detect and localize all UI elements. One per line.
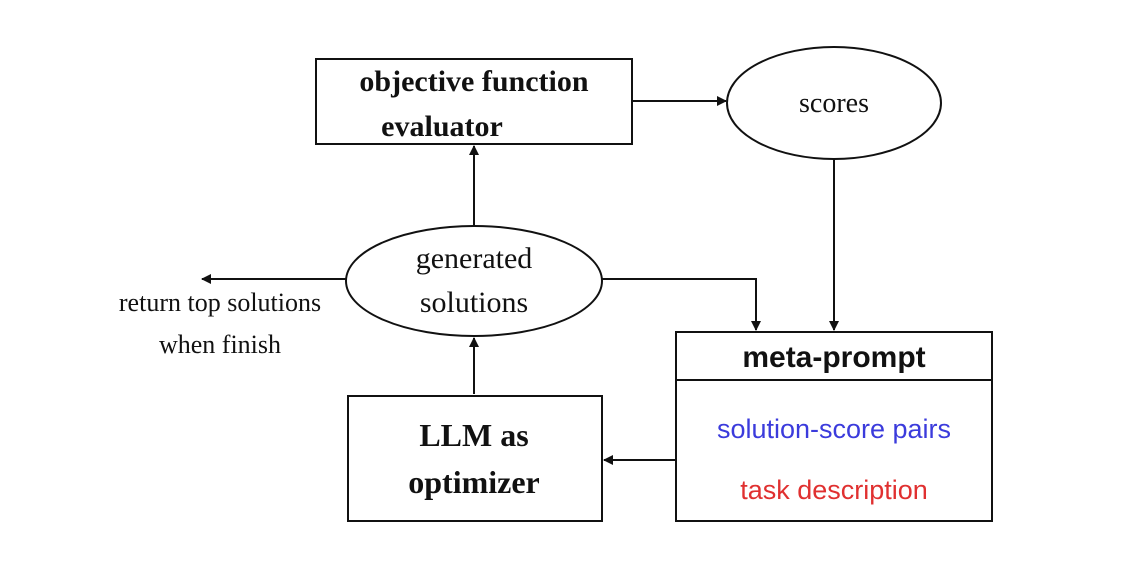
llm-optimizer-node: LLM as optimizer — [347, 395, 603, 522]
scores-label: scores — [799, 88, 869, 119]
llm-optimizer-box — [347, 395, 603, 522]
meta-prompt-box — [675, 331, 993, 522]
generated-solutions-line2: solutions — [420, 286, 528, 319]
task-description-label: task description — [740, 475, 928, 505]
evaluator-label-line1: objective function — [359, 65, 588, 98]
llm-optimizer-line1: LLM as — [419, 417, 528, 453]
return-label-line2: when finish — [159, 330, 281, 359]
solution-score-pairs-label: solution-score pairs — [717, 414, 951, 444]
meta-prompt-node: meta-prompt solution-score pairs task de… — [675, 331, 993, 522]
arrow-generated-to-meta-prompt — [601, 278, 761, 331]
evaluator-label-line2: evaluator — [381, 110, 503, 143]
evaluator-box — [315, 58, 633, 145]
return-label-line1: return top solutions — [119, 288, 321, 317]
generated-solutions-node: generated solutions — [345, 225, 603, 337]
meta-prompt-title: meta-prompt — [742, 341, 925, 374]
llm-optimizer-line2: optimizer — [408, 464, 540, 500]
evaluator-node: objective function evaluator — [315, 58, 633, 145]
scores-node: scores — [726, 46, 942, 160]
generated-solutions-line1: generated — [416, 242, 533, 275]
return-label: return top solutions when finish — [119, 288, 321, 359]
